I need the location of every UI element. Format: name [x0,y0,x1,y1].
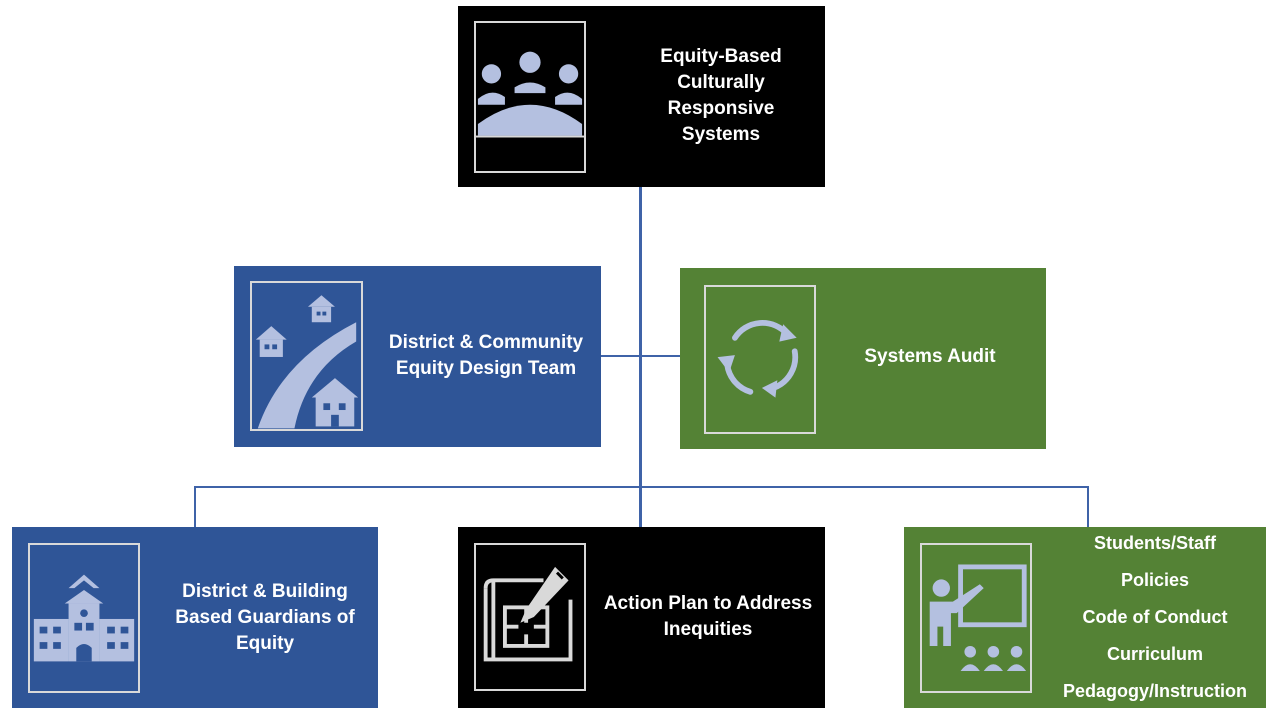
node-label-list: Students/Staff Policies Code of Conduct … [1044,527,1266,708]
connector-bottom-bar [194,486,1089,488]
teacher-board-icon [920,543,1032,693]
meeting-table-icon [474,21,586,173]
cycle-arrows-icon [704,285,816,434]
node-label: Action Plan to Address Inequities [603,593,813,640]
connector-drop-right [1087,486,1089,527]
connector-drop-left [194,486,196,527]
school-building-icon [28,543,140,693]
blueprint-pencil-icon [474,543,586,691]
list-item: Students/Staff [1093,533,1216,553]
node-label: District & Building Based Guardians of E… [175,581,355,654]
list-item: Curriculum [1106,644,1203,664]
neighborhood-road-icon [250,281,363,431]
node-guardians: District & Building Based Guardians of E… [12,527,378,708]
connector-right-branch [640,355,680,357]
list-item: Policies [1120,570,1190,590]
node-systems-audit: Systems Audit [680,268,1046,449]
node-label: District & Community Equity Design Team [388,332,584,379]
node-label: Systems Audit [864,346,996,367]
node-label: Equity-Based Culturally Responsive Syste… [660,46,782,145]
node-design-team: District & Community Equity Design Team [234,266,601,447]
node-action-plan: Action Plan to Address Inequities [458,527,825,708]
list-item: Code of Conduct [1082,607,1228,627]
connector-trunk [639,187,642,527]
node-equity-systems: Equity-Based Culturally Responsive Syste… [458,6,825,187]
list-item: Pedagogy/Instruction [1062,681,1248,701]
node-curriculum-areas: Students/Staff Policies Code of Conduct … [904,527,1266,708]
connector-left-branch [601,355,641,357]
